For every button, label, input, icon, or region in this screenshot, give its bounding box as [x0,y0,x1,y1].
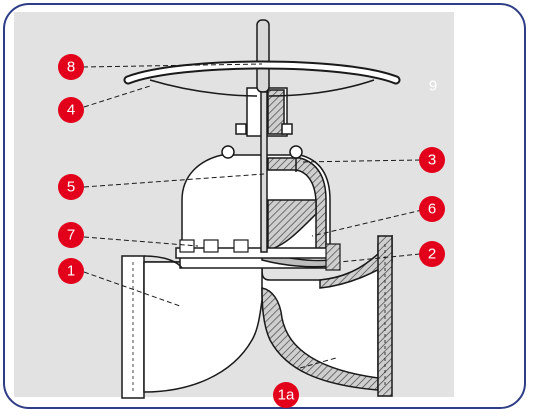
badge-4: 4 [58,97,84,123]
nut-left [235,123,247,135]
badge-3: 3 [419,147,445,173]
handwheel [123,60,401,97]
body-belly [143,261,263,393]
badge-1-text: 1 [67,263,75,280]
badge-3-text: 3 [428,152,436,169]
leader-lines [82,63,423,369]
badge-1: 1 [58,258,84,284]
valve-body [121,234,393,399]
bolt-4 [325,243,341,271]
leader-5 [83,173,265,188]
badge-5-text: 5 [67,179,75,196]
bolt-3 [233,239,249,253]
badge-1a-text: 1a [278,387,295,404]
bonnet [175,145,335,268]
nut-right [281,123,293,135]
badge-4-text: 4 [67,102,75,119]
stem-top [256,19,270,93]
badge-7-text: 7 [67,227,75,244]
badge-8: 8 [58,54,84,80]
left-eye-bolt [221,145,235,159]
badge-2-text: 2 [428,246,436,263]
bolt-1 [179,239,195,253]
leader-2 [339,253,421,263]
badge-7: 7 [58,222,84,248]
leader-6 [311,209,423,237]
label-9-text: 9 [429,78,437,95]
bolts [179,239,341,271]
stem [260,91,268,253]
leader-8 [82,63,263,68]
yoke-section [267,89,285,135]
badge-5: 5 [58,174,84,200]
leader-4 [83,85,151,108]
leader-1 [83,271,181,307]
leader-1a [299,357,337,369]
leader-3 [299,159,421,163]
badge-6-text: 6 [428,201,436,218]
label-9: 9 [429,78,437,95]
badge-6: 6 [419,196,445,222]
bolt-2 [203,239,219,253]
bonnet-flange [175,247,335,259]
badge-8-text: 8 [67,59,75,76]
leader-7 [83,236,199,247]
left-neck-curve [143,255,183,269]
badge-2: 2 [419,241,445,267]
right-eye-bolt [289,145,303,159]
badge-1a: 1a [273,382,299,408]
